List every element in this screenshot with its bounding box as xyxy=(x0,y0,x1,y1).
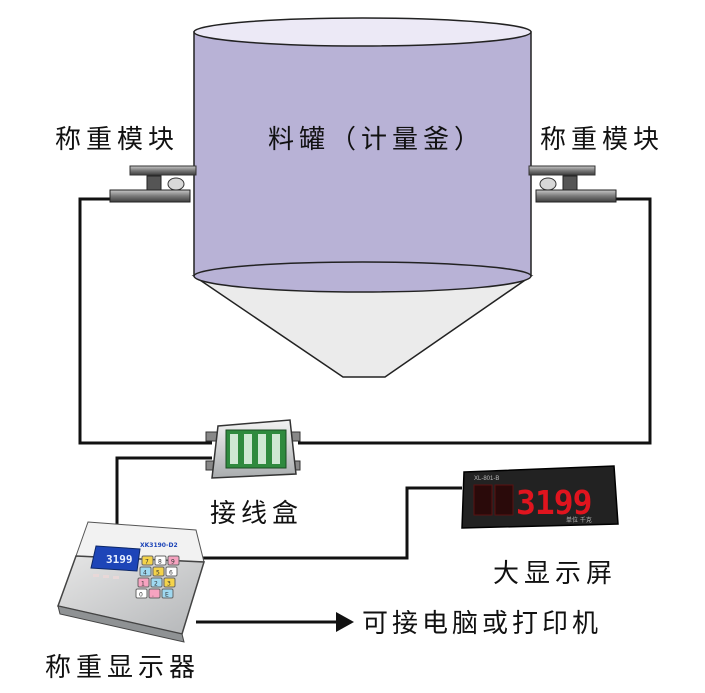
big-display: XL-801-B 3199 单位 千克 xyxy=(461,465,619,529)
keypad-key-label: 8 xyxy=(158,559,162,566)
indicator-keypad: 7 8 9 4 5 6 1 2 3 0. E xyxy=(135,555,180,599)
load-cell-right xyxy=(528,165,617,203)
keypad-key xyxy=(150,577,163,588)
tank-body xyxy=(193,31,532,293)
keypad-key-label: E xyxy=(165,592,169,599)
keypad-key-label: 5 xyxy=(156,570,160,577)
big-display-value: 3199 xyxy=(516,483,591,522)
keypad-key-label: . xyxy=(152,592,154,599)
keypad-key xyxy=(148,588,161,599)
label-big-display: 大显示屏 xyxy=(493,559,617,589)
tank-top-rim xyxy=(193,17,532,47)
keypad-key-label: 1 xyxy=(141,581,145,588)
label-tank: 料罐（计量釜） xyxy=(268,125,485,155)
keypad-key-label: 0 xyxy=(139,592,143,599)
keypad-key xyxy=(152,566,165,577)
wire-junction-to-indicator xyxy=(115,456,212,525)
indicator-status-leds xyxy=(93,574,119,579)
keypad-key-label: 9 xyxy=(171,559,175,566)
keypad-key-label: 3 xyxy=(167,581,171,588)
keypad-key-label: 6 xyxy=(169,570,173,577)
big-display-footer: 单位 千克 xyxy=(566,516,592,524)
keypad-key xyxy=(165,566,178,577)
wire-indicator-to-display xyxy=(196,486,462,560)
wire-left-cell xyxy=(78,197,212,445)
keypad-key xyxy=(141,555,154,566)
output-arrow-icon xyxy=(336,612,354,632)
terminal-blocks xyxy=(230,434,280,464)
keypad-key xyxy=(161,588,174,599)
keypad-key xyxy=(167,555,180,566)
big-display-digits: 3199 xyxy=(473,483,592,522)
keypad-key xyxy=(137,577,150,588)
indicator-model: XK3190-D2 xyxy=(140,542,178,549)
indicator-reading: 3199 xyxy=(106,553,133,566)
signal-wires xyxy=(78,197,652,624)
keypad-key-label: 7 xyxy=(145,559,149,566)
keypad-key-label: 2 xyxy=(154,581,158,588)
weighing-indicator: XK3190-D2 3199 7 8 9 4 5 6 1 2 3 0. E xyxy=(57,521,205,643)
label-load-cell-left: 称重模块 xyxy=(55,125,179,155)
keypad-key xyxy=(135,588,148,599)
keypad-key-label: 4 xyxy=(143,570,147,577)
label-junction-box: 接线盒 xyxy=(210,499,303,529)
keypad-key xyxy=(154,555,167,566)
label-output: 可接电脑或打印机 xyxy=(362,609,602,639)
tank-bottom-back-rim xyxy=(193,261,532,277)
load-cell-left xyxy=(109,165,197,203)
wire-right-cell xyxy=(298,197,652,445)
indicator-screen xyxy=(90,545,141,572)
keypad-key xyxy=(139,566,152,577)
tank xyxy=(191,17,534,378)
label-load-cell-right: 称重模块 xyxy=(540,125,664,155)
keypad-key xyxy=(163,577,176,588)
big-display-header: XL-801-B xyxy=(474,476,499,482)
junction-box xyxy=(205,419,301,479)
label-indicator: 称重显示器 xyxy=(45,653,200,683)
